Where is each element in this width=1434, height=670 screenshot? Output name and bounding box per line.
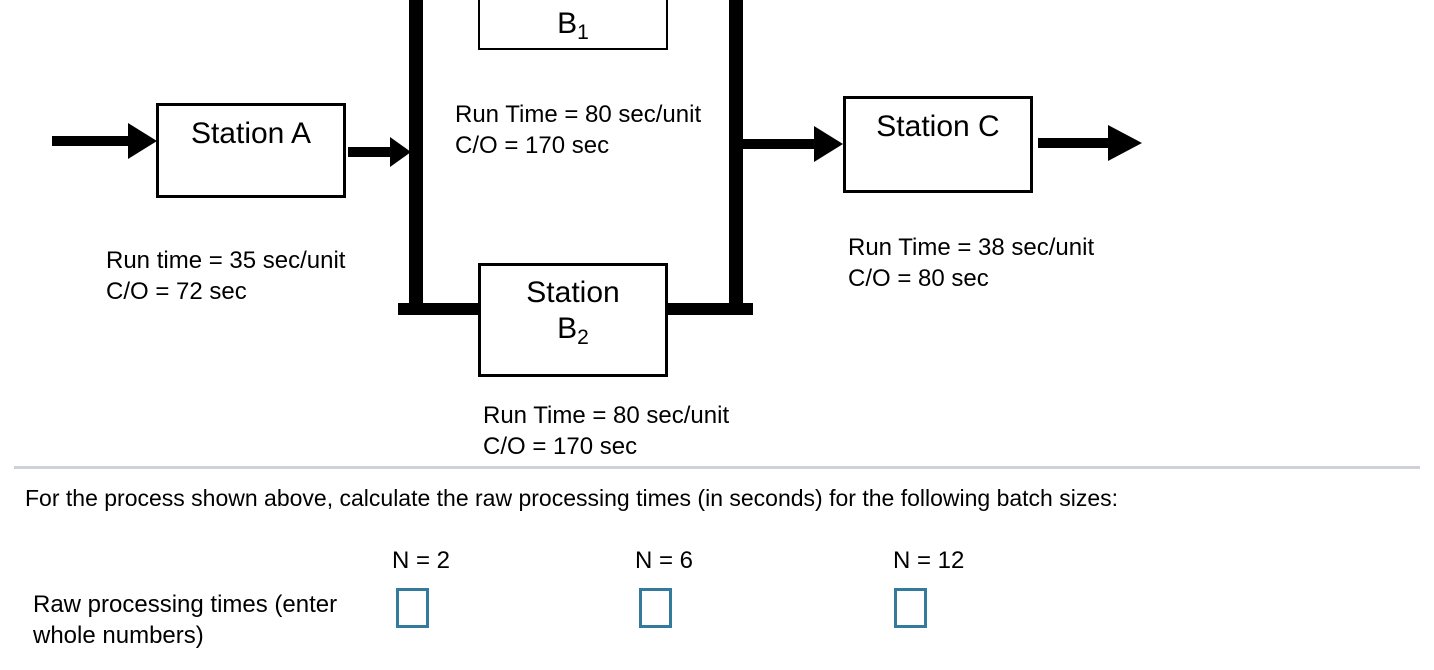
station-c-info: Run Time = 38 sec/unit C/O = 80 sec [848, 232, 1094, 294]
arrow-branch-to-c-shaft [743, 139, 815, 149]
answer-input-n2[interactable] [396, 588, 429, 628]
station-c-info-line1: Run Time = 38 sec/unit [848, 234, 1095, 261]
station-c-label: Station C [876, 110, 1000, 143]
station-b1-subscript: 1 [577, 21, 589, 44]
section-divider [14, 466, 1420, 469]
station-b1-info-line1: Run Time = 80 sec/unit [455, 101, 702, 128]
station-a-info-line1: Run time = 35 sec/unit [106, 247, 346, 274]
station-b2-label-line2: B2 [557, 312, 589, 349]
branch-elbow-right [668, 303, 753, 315]
arrow-in-head-icon [128, 123, 157, 159]
branch-rail-left [409, 0, 423, 315]
branch-rail-right [729, 0, 743, 315]
station-b1-info: Run Time = 80 sec/unit C/O = 170 sec [455, 99, 701, 161]
station-a-info-line2: C/O = 72 sec [106, 278, 247, 305]
answer-input-n12[interactable] [894, 588, 927, 628]
column-header-n12: N = 12 [893, 547, 965, 574]
answer-row-label: Raw processing times (enter whole number… [33, 589, 337, 651]
station-a-info: Run time = 35 sec/unit C/O = 72 sec [106, 245, 345, 307]
station-c-info-line2: C/O = 80 sec [848, 265, 989, 292]
station-b2-subscript: 2 [577, 326, 589, 349]
arrow-a-to-branch-shaft [348, 147, 394, 157]
station-b2-info-line1: Run Time = 80 sec/unit [483, 402, 730, 429]
arrow-branch-to-c-head-icon [814, 126, 843, 162]
arrow-out-head-icon [1108, 125, 1142, 161]
station-b2-info-line2: C/O = 170 sec [483, 433, 638, 460]
arrow-a-to-branch-head-icon [390, 137, 411, 167]
answer-input-n6[interactable] [639, 588, 672, 628]
arrow-in-shaft [52, 136, 130, 146]
station-b2-label-line1: Station [526, 276, 620, 309]
station-a-box: Station A [156, 103, 346, 198]
question-prompt: For the process shown above, calculate t… [25, 485, 1119, 511]
branch-elbow-left [398, 303, 478, 315]
station-b2-box: Station B2 [478, 263, 668, 377]
column-header-n2: N = 2 [392, 547, 451, 574]
answer-row-label-line1: Raw processing times (enter [33, 591, 338, 618]
answer-row-label-line2: whole numbers) [33, 622, 204, 649]
station-b1-box: B1 [478, 0, 668, 50]
column-header-n6: N = 6 [635, 547, 694, 574]
arrow-out-shaft [1038, 138, 1110, 148]
station-a-label: Station A [190, 117, 312, 150]
station-b2-info: Run Time = 80 sec/unit C/O = 170 sec [483, 400, 729, 462]
station-b1-info-line2: C/O = 170 sec [455, 132, 610, 159]
station-c-box: Station C [843, 96, 1033, 193]
station-b1-label: B1 [557, 7, 589, 44]
